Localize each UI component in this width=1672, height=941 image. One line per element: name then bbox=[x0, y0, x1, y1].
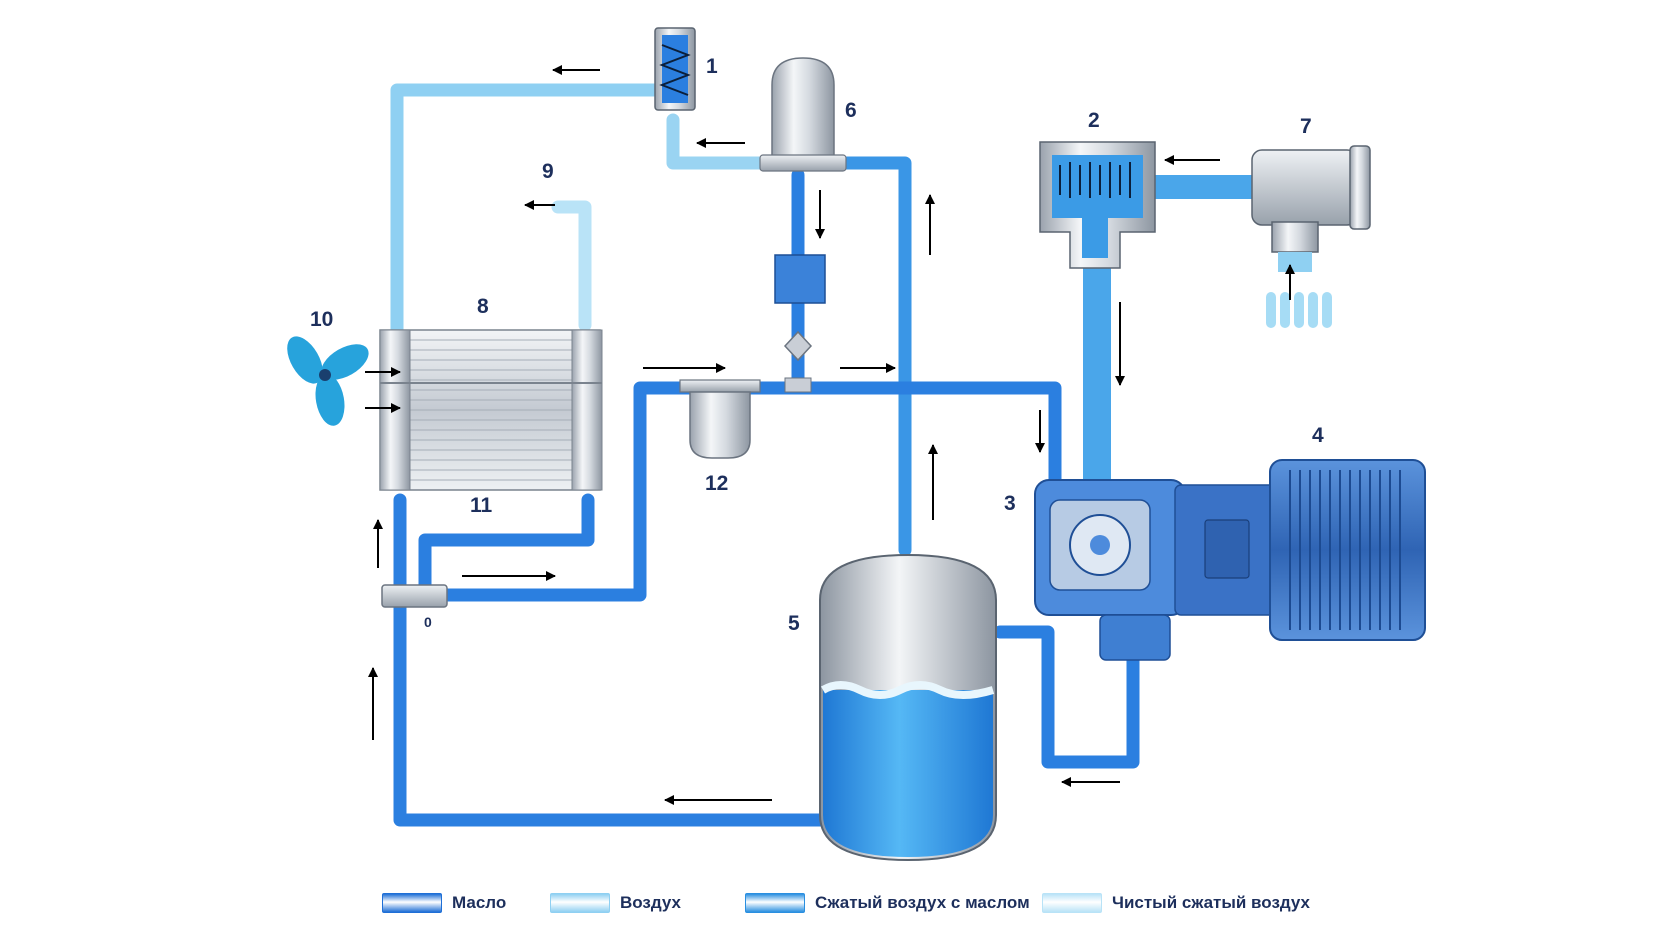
label-7: 7 bbox=[1300, 115, 1312, 138]
pipe-main-horizontal-2 bbox=[633, 381, 1062, 492]
component-6-separator bbox=[759, 57, 847, 172]
label-12: 12 bbox=[705, 472, 728, 495]
label-5: 5 bbox=[788, 612, 800, 635]
pipe-cooler-bottom bbox=[418, 493, 595, 592]
legend-swatch-compressed-oil-air bbox=[745, 893, 805, 913]
legend-label-air: Воздух bbox=[620, 893, 682, 912]
legend-swatch-clean-air bbox=[1042, 893, 1102, 913]
label-6: 6 bbox=[845, 99, 857, 122]
legend-item-oil: Масло bbox=[382, 890, 506, 916]
oil-filter-block bbox=[774, 254, 826, 393]
component-labels: 1 2 3 4 5 6 7 8 9 10 11 12 0 bbox=[310, 55, 1324, 635]
pipe-tank-to-compressor bbox=[993, 625, 1140, 769]
component-10-fan-icon bbox=[287, 336, 369, 426]
component-12-filter bbox=[679, 379, 761, 459]
legend-label-compressed-oil-air: Сжатый воздух с маслом bbox=[815, 893, 1030, 912]
air-intake-icon bbox=[1266, 292, 1332, 328]
label-1: 1 bbox=[706, 55, 718, 78]
component-8-cooler bbox=[379, 329, 603, 491]
component-3-compressor bbox=[1034, 479, 1186, 661]
legend: Масло Воздух Сжатый воздух с маслом Чист… bbox=[0, 890, 1672, 920]
pipe-6-to-1 bbox=[666, 113, 777, 170]
label-3: 3 bbox=[1004, 492, 1016, 515]
pipe-main-horizontal bbox=[423, 383, 647, 602]
label-valve-0: 0 bbox=[424, 614, 432, 630]
pipe-left-return bbox=[393, 493, 837, 827]
component-4-motor bbox=[1174, 459, 1426, 641]
legend-item-clean-air: Чистый сжатый воздух bbox=[1042, 890, 1310, 916]
label-2: 2 bbox=[1088, 109, 1100, 132]
pipe-6-right bbox=[813, 156, 912, 557]
label-4: 4 bbox=[1312, 424, 1324, 447]
label-8: 8 bbox=[477, 295, 489, 318]
pipe-outlet-9 bbox=[551, 200, 592, 332]
legend-swatch-air bbox=[550, 893, 610, 913]
component-2-intake-valve bbox=[1039, 141, 1156, 269]
flow-arrows bbox=[365, 65, 1295, 805]
legend-item-compressed-oil-air: Сжатый воздух с маслом bbox=[745, 890, 1030, 916]
pipe-air-top bbox=[390, 83, 662, 337]
component-1-valve bbox=[654, 27, 696, 111]
legend-label-clean-air: Чистый сжатый воздух bbox=[1112, 893, 1311, 912]
legend-swatch-oil bbox=[382, 893, 442, 913]
legend-label-oil: Масло bbox=[452, 893, 507, 912]
component-7-air-filter bbox=[1251, 145, 1371, 328]
component-5-tank bbox=[819, 553, 997, 862]
label-10: 10 bbox=[310, 308, 333, 331]
label-9: 9 bbox=[542, 160, 554, 183]
legend-item-air: Воздух bbox=[550, 890, 681, 916]
thermostatic-valve bbox=[381, 584, 448, 608]
label-11: 11 bbox=[470, 494, 493, 517]
